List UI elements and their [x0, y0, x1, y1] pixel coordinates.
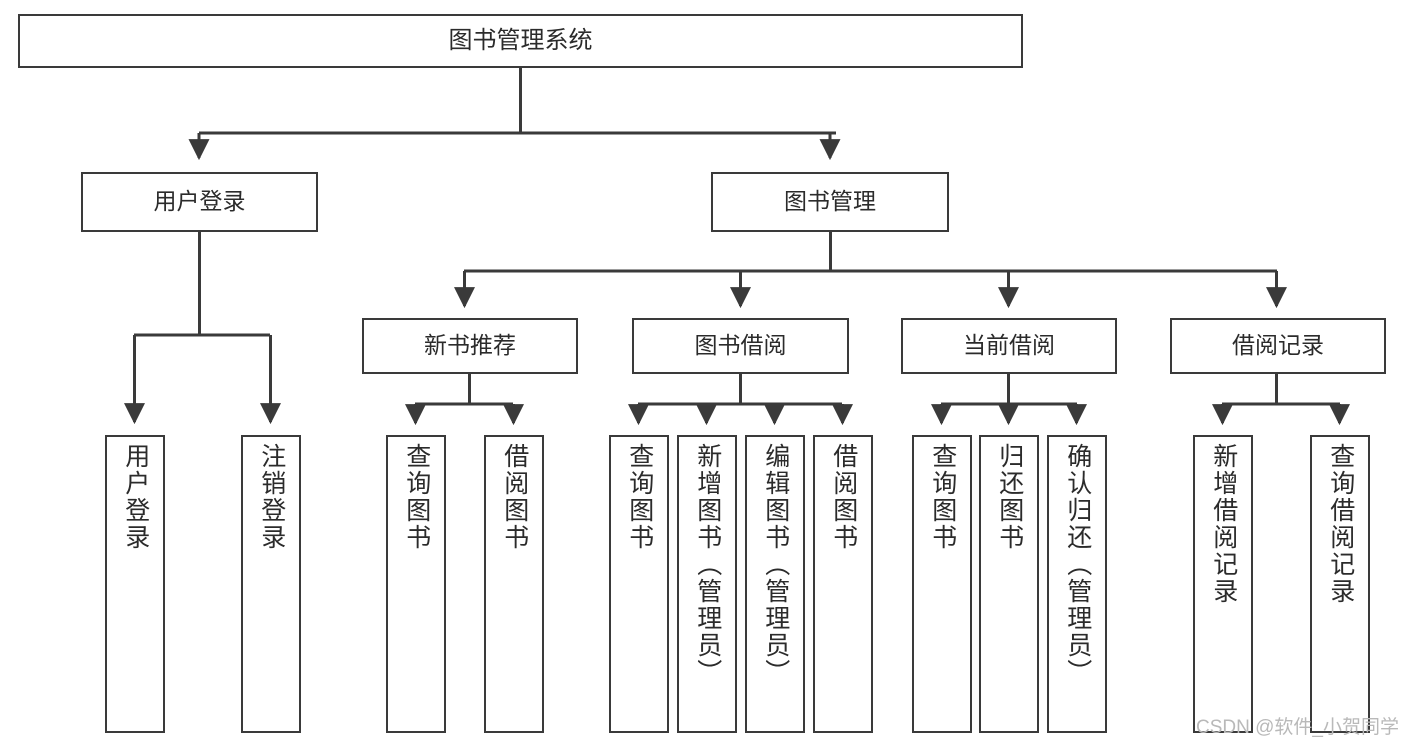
node-book-management[interactable]: 图书管理	[711, 172, 949, 232]
node-label: 查询图书	[928, 443, 957, 551]
node-current-borrowing[interactable]: 当前借阅	[901, 318, 1117, 374]
node-label: 借阅图书	[500, 443, 529, 551]
node-label: 确认归还（管理员）	[1063, 443, 1092, 686]
node-label: 借阅图书	[829, 443, 858, 551]
node-label: 图书管理系统	[448, 26, 593, 54]
node-label: 用户登录	[121, 443, 150, 551]
node-root-book-management-system[interactable]: 图书管理系统	[18, 14, 1023, 68]
node-label: 图书管理	[784, 188, 876, 215]
node-leaf-add-borrow-record[interactable]: 新增借阅记录	[1193, 435, 1253, 733]
node-book-borrowing[interactable]: 图书借阅	[632, 318, 849, 374]
node-leaf-query-book-1[interactable]: 查询图书	[386, 435, 446, 733]
csdn-watermark: CSDN @软件_小贺同学	[1196, 717, 1399, 738]
node-label: 用户登录	[153, 188, 246, 215]
node-label: 当前借阅	[963, 332, 1055, 359]
node-label: 新增图书（管理员）	[693, 443, 722, 686]
node-label: 查询借阅记录	[1326, 443, 1355, 605]
node-leaf-borrow-book-1[interactable]: 借阅图书	[484, 435, 544, 733]
node-leaf-query-book-2[interactable]: 查询图书	[609, 435, 669, 733]
node-leaf-user-login[interactable]: 用户登录	[105, 435, 165, 733]
node-label: 查询图书	[625, 443, 654, 551]
node-leaf-query-borrow-record[interactable]: 查询借阅记录	[1310, 435, 1370, 733]
node-leaf-user-logout[interactable]: 注销登录	[241, 435, 301, 733]
node-leaf-return-book[interactable]: 归还图书	[979, 435, 1039, 733]
node-user-login[interactable]: 用户登录	[81, 172, 318, 232]
node-new-book-recommendation[interactable]: 新书推荐	[362, 318, 578, 374]
node-leaf-add-book-admin[interactable]: 新增图书（管理员）	[677, 435, 737, 733]
node-borrowing-record[interactable]: 借阅记录	[1170, 318, 1386, 374]
node-leaf-borrow-book-2[interactable]: 借阅图书	[813, 435, 873, 733]
node-label: 归还图书	[995, 443, 1024, 551]
node-label: 图书借阅	[694, 332, 787, 359]
node-label: 编辑图书（管理员）	[761, 443, 790, 686]
node-label: 查询图书	[402, 443, 431, 551]
node-leaf-query-book-3[interactable]: 查询图书	[912, 435, 972, 733]
node-leaf-edit-book-admin[interactable]: 编辑图书（管理员）	[745, 435, 805, 733]
node-label: 借阅记录	[1232, 332, 1324, 359]
node-label: 新增借阅记录	[1209, 443, 1238, 605]
node-leaf-confirm-return-admin[interactable]: 确认归还（管理员）	[1047, 435, 1107, 733]
node-label: 新书推荐	[424, 332, 516, 359]
node-label: 注销登录	[257, 443, 286, 551]
